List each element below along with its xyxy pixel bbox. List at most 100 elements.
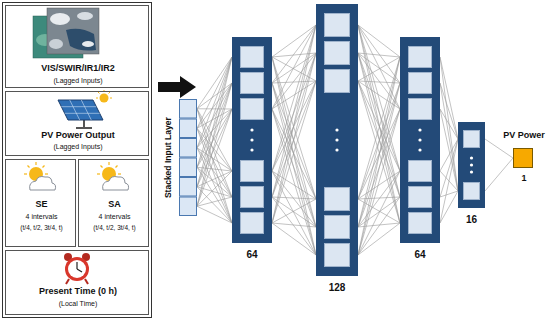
- weight-line: [272, 25, 316, 223]
- satellite-image: [33, 8, 99, 58]
- weight-line: [272, 25, 316, 109]
- weight-line: [272, 81, 316, 223]
- weight-line: [272, 109, 316, 255]
- full-connection: [358, 25, 400, 255]
- flow-arrow: [158, 76, 196, 98]
- output-title: PV Power: [502, 131, 546, 141]
- weight-line: [358, 197, 400, 227]
- neuron-count: 64: [380, 249, 460, 260]
- clock-icon: [64, 253, 90, 284]
- weight-line: [358, 25, 400, 197]
- dense-layer: 64: [232, 37, 272, 243]
- ellipsis-dot: [418, 128, 421, 131]
- weight-line: [358, 171, 400, 199]
- input-title: SA: [81, 200, 148, 210]
- weight-line: [485, 158, 513, 191]
- input-note: (Lagged Inputs): [8, 77, 148, 85]
- weight-line: [197, 83, 232, 206]
- layer-title: Stacked Input Layer: [163, 117, 172, 198]
- neuron: [241, 213, 264, 234]
- neuron-group: [179, 99, 197, 216]
- neuron-count: 64: [212, 249, 292, 260]
- neuron: [180, 139, 197, 158]
- neuron: [180, 100, 197, 119]
- weight-line: [197, 57, 232, 187]
- weight-line: [440, 139, 458, 197]
- weight-line: [358, 25, 400, 109]
- neuron: [325, 216, 350, 239]
- neuron: [464, 131, 480, 148]
- neuron: [241, 187, 264, 208]
- input-note: 4 intervals: [81, 213, 148, 221]
- weight-line: [358, 25, 400, 57]
- neuron: [180, 158, 197, 177]
- solar-panel-icon: [58, 90, 112, 128]
- weight-line: [440, 139, 458, 223]
- weight-line: [197, 206, 232, 223]
- full-connection: [485, 139, 513, 191]
- weight-line: [358, 197, 400, 255]
- neuron: [409, 187, 432, 208]
- weight-line: [358, 57, 400, 227]
- weight-line: [197, 109, 232, 148]
- dense-layer: 128: [316, 4, 358, 276]
- weight-line: [272, 223, 316, 255]
- ellipsis-dot: [418, 148, 421, 151]
- weight-line: [272, 25, 316, 197]
- full-connection: [440, 57, 458, 223]
- weight-line: [485, 139, 513, 158]
- neuron: [325, 42, 350, 65]
- neuron-count: 128: [296, 282, 378, 293]
- neuron-count: 16: [438, 214, 505, 225]
- neuron: [241, 47, 264, 68]
- weight-line: [272, 57, 316, 227]
- neuron-group: [316, 4, 358, 276]
- neuron: [241, 99, 264, 120]
- weight-line: [358, 53, 400, 223]
- weight-line: [197, 83, 232, 187]
- weight-line: [272, 83, 316, 255]
- weight-line: [197, 171, 232, 206]
- neuron: [325, 244, 350, 267]
- weight-line: [358, 83, 400, 255]
- weight-line: [358, 25, 400, 223]
- ellipsis-dot: [470, 156, 473, 159]
- weight-line: [197, 108, 232, 109]
- ellipsis-dot: [470, 163, 473, 166]
- weight-line: [272, 199, 316, 223]
- time-input-box: Present Time (0 h)(Local Time): [5, 250, 149, 315]
- weight-line: [440, 191, 458, 223]
- weight-line: [272, 57, 316, 255]
- input-note: (t/4, t/2, 3t/4, t): [8, 224, 75, 231]
- weight-line: [197, 109, 232, 167]
- solar-elevation-box: SE4 intervals(t/4, t/2, 3t/4, t): [5, 159, 76, 247]
- input-title: PV Power Output: [8, 131, 148, 141]
- weight-line: [358, 109, 400, 255]
- neuron: [409, 213, 432, 234]
- dense-layer: 16: [458, 122, 485, 208]
- full-connection: [197, 57, 232, 223]
- neuron: [464, 183, 480, 200]
- neuron: [180, 119, 197, 138]
- weight-line: [440, 109, 458, 191]
- weight-line: [272, 197, 316, 255]
- weight-line: [197, 109, 232, 206]
- weather-icon: [24, 162, 56, 190]
- ellipsis-dot: [335, 148, 338, 151]
- neuron-group: [232, 37, 272, 243]
- neuron: [325, 14, 350, 37]
- satellite-input-box: VIS/SWIR/IR1/IR2(Lagged Inputs): [5, 5, 149, 88]
- neuron: [409, 73, 432, 94]
- weight-line: [358, 171, 400, 227]
- output-count: 1: [520, 174, 527, 184]
- weight-line: [197, 57, 232, 167]
- weight-line: [440, 139, 458, 171]
- weight-line: [272, 223, 316, 227]
- weight-line: [358, 57, 400, 255]
- weight-line: [440, 109, 458, 139]
- weight-line: [358, 171, 400, 255]
- weight-line: [358, 223, 400, 255]
- neuron: [241, 161, 264, 182]
- neuron: [180, 197, 197, 216]
- solar-azimuth-box: SA4 intervals(t/4, t/2, 3t/4, t): [78, 159, 149, 247]
